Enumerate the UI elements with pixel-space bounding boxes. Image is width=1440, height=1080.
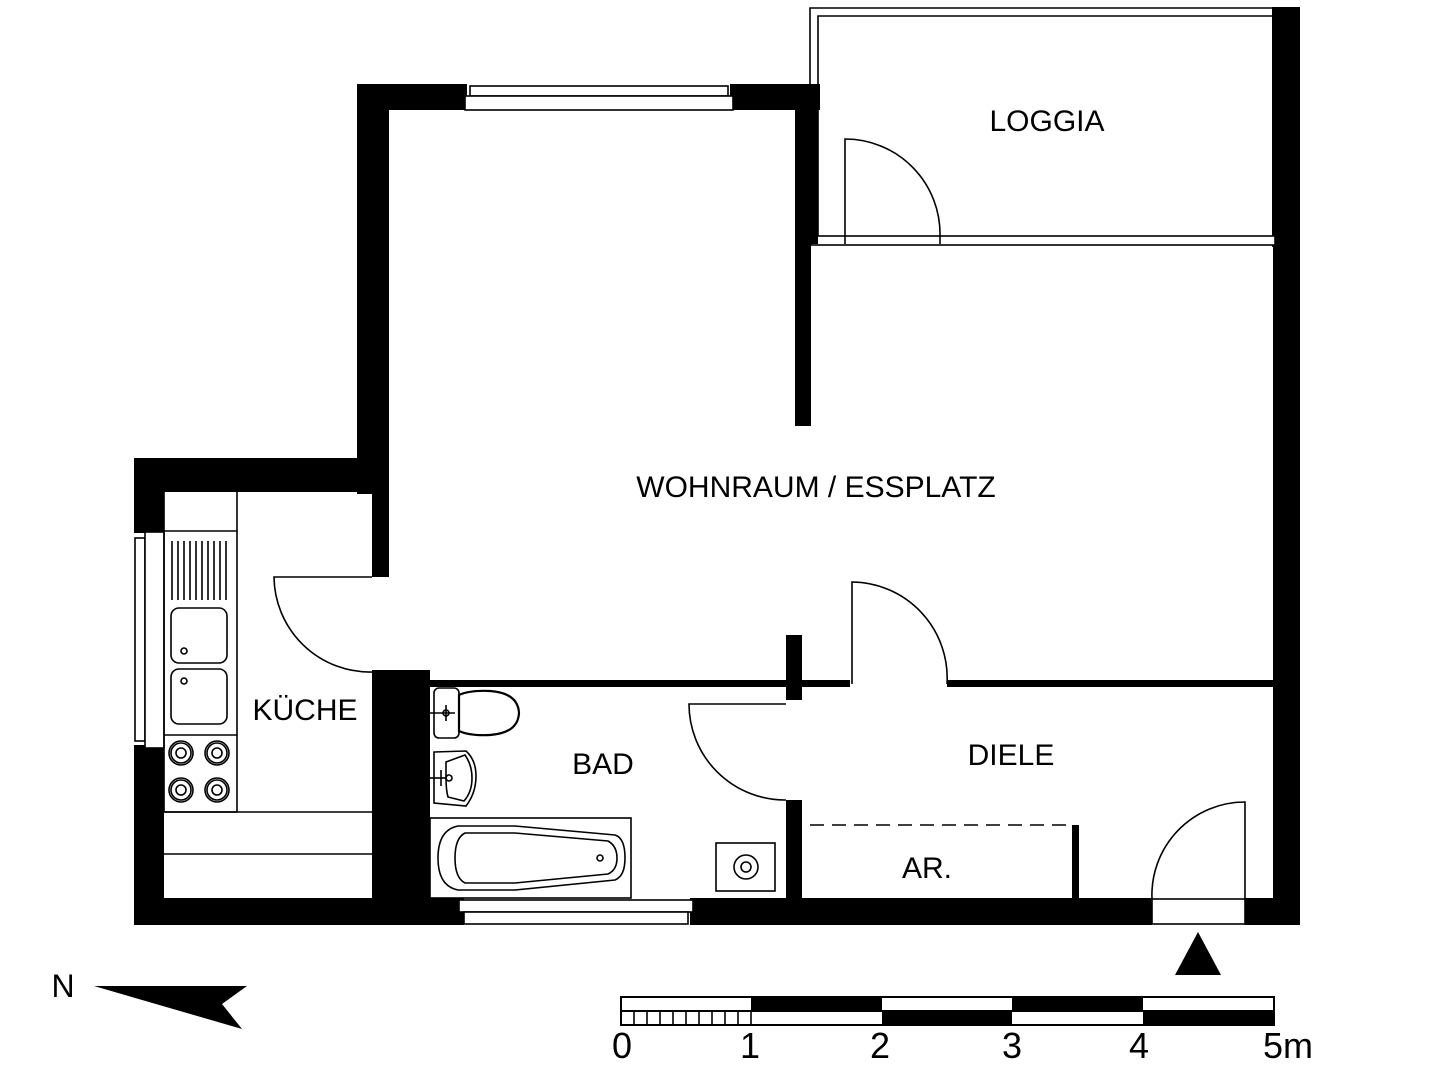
north-arrow-icon <box>94 986 247 1029</box>
room-label-wohnraum: WOHNRAUM / ESSPLATZ <box>636 471 995 504</box>
scale-tick-3: 3 <box>1002 1025 1022 1066</box>
scale-tick-5: 5m <box>1263 1025 1313 1066</box>
drainboard-icon <box>171 541 227 600</box>
walls <box>134 84 1300 925</box>
entrance-door <box>1151 801 1246 900</box>
washbasin-icon <box>430 750 477 807</box>
living-door <box>851 581 948 685</box>
kitchen-fixtures <box>163 489 372 855</box>
sink-icon <box>170 607 228 725</box>
loggia-door <box>844 138 941 244</box>
scale-bar: 0 1 2 3 4 5m <box>612 996 1313 1066</box>
stove-icon <box>168 740 230 803</box>
room-label-bad: BAD <box>572 748 634 781</box>
room-label-diele: DIELE <box>968 739 1055 772</box>
bathroom-fixtures <box>429 687 776 899</box>
north-arrow: N <box>51 968 247 1029</box>
toilet-icon <box>430 687 521 739</box>
room-label-ar: AR. <box>902 852 952 885</box>
scale-tick-2: 2 <box>870 1025 890 1066</box>
windows <box>134 85 1246 925</box>
kitchen-door <box>273 576 373 673</box>
scale-tick-1: 1 <box>740 1025 760 1066</box>
floor-drain-icon <box>715 842 776 892</box>
scale-subdivisions <box>633 1011 752 1025</box>
room-label-loggia: LOGGIA <box>989 105 1104 138</box>
room-labels: LOGGIA WOHNRAUM / ESSPLATZ KÜCHE BAD DIE… <box>252 105 1104 885</box>
north-label: N <box>51 968 74 1004</box>
entrance-arrow-icon <box>1175 932 1221 975</box>
scale-tick-0: 0 <box>612 1025 632 1066</box>
room-label-kueche: KÜCHE <box>252 694 357 727</box>
bathtub-icon <box>429 817 632 899</box>
scale-tick-4: 4 <box>1129 1025 1149 1066</box>
doors <box>273 576 1246 900</box>
bath-door <box>688 703 787 801</box>
